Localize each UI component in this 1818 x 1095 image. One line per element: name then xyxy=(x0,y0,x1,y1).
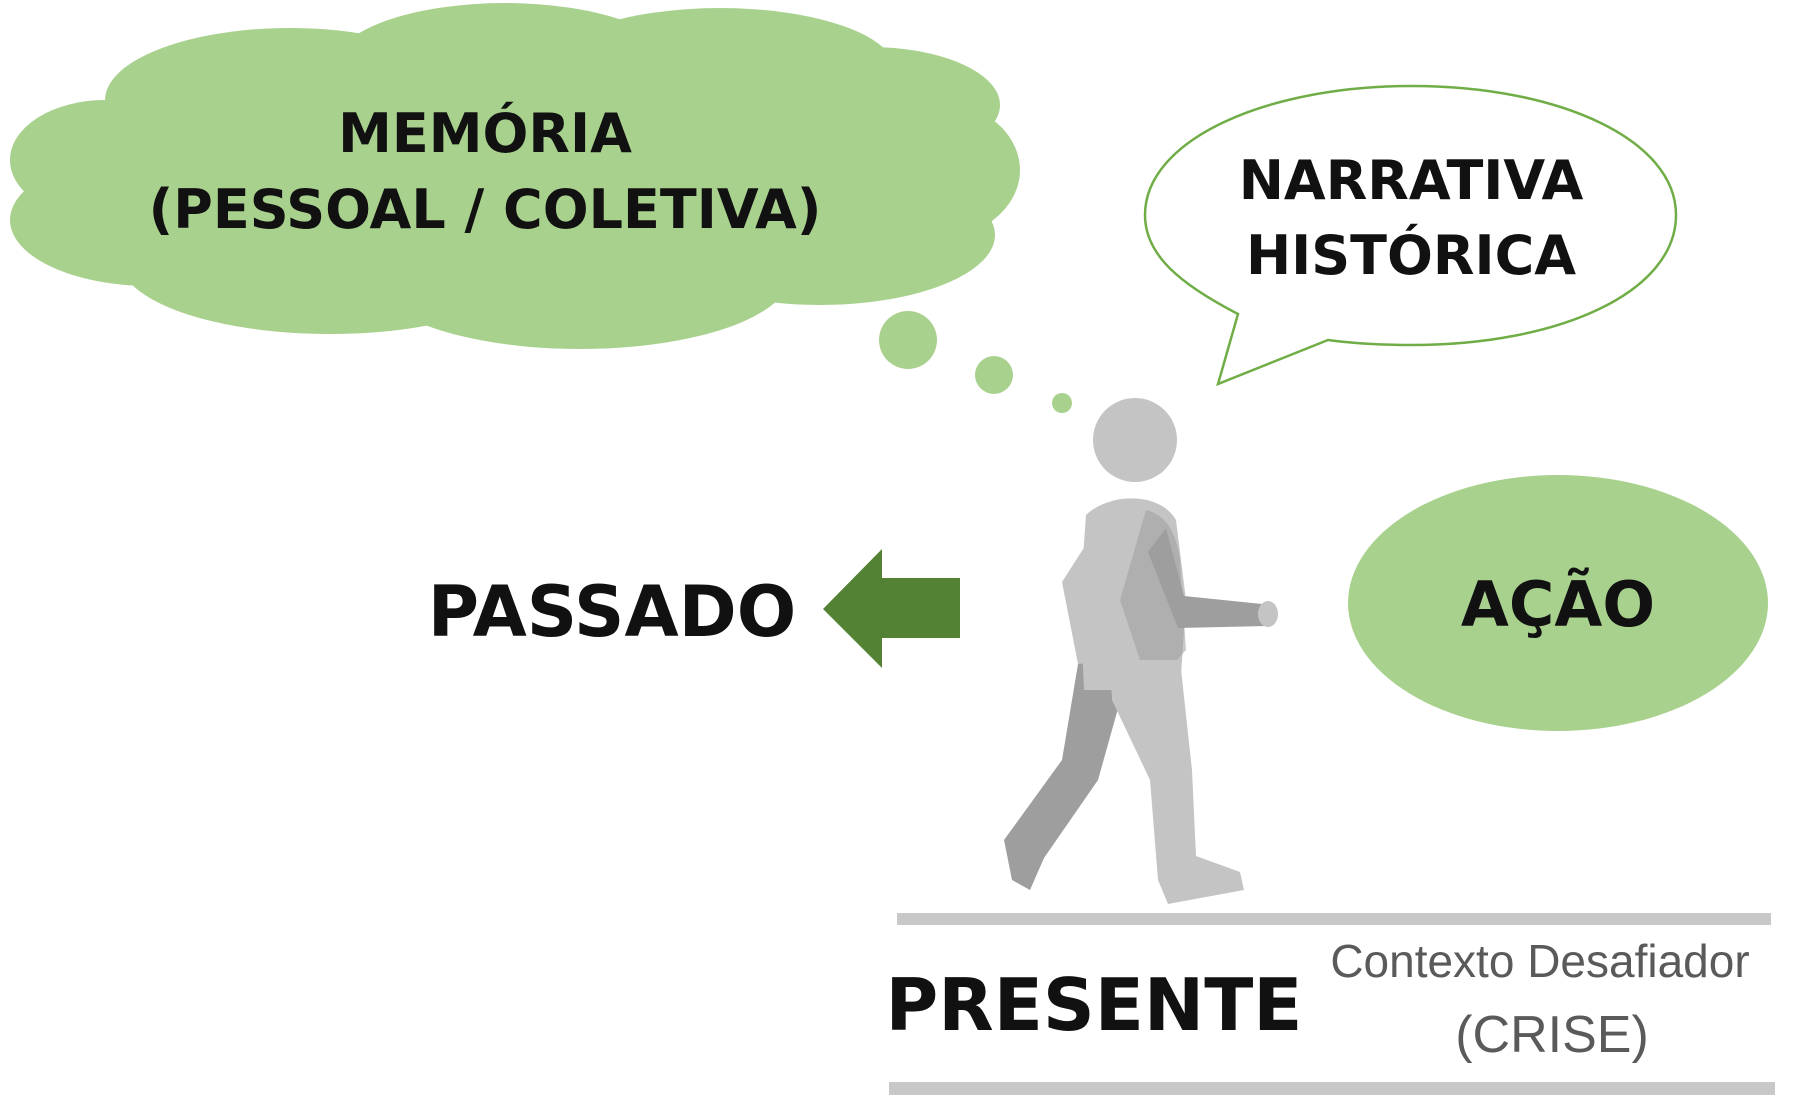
walking-person-icon xyxy=(1004,398,1278,904)
context-label: Contexto Desafiador xyxy=(1330,935,1749,987)
memory-cloud: MEMÓRIA (PESSOAL / COLETIVA) xyxy=(10,3,1020,349)
crisis-label: (CRISE) xyxy=(1455,1006,1649,1064)
past-label: PASSADO xyxy=(428,571,797,653)
present-panel: PRESENTE Contexto Desafiador (CRISE) xyxy=(886,913,1775,1095)
left-arrow-icon xyxy=(823,549,960,668)
narrative-title: NARRATIVA xyxy=(1239,149,1584,212)
narrative-speech-bubble: NARRATIVA HISTÓRICA xyxy=(1143,84,1678,387)
action-label: AÇÃO xyxy=(1461,568,1655,641)
thought-dots xyxy=(879,311,1072,413)
memory-title: MEMÓRIA xyxy=(338,102,632,165)
thought-dot-large xyxy=(879,311,937,369)
action-bubble: AÇÃO xyxy=(1348,475,1768,731)
memory-subtitle: (PESSOAL / COLETIVA) xyxy=(149,178,822,241)
ground-line-bottom xyxy=(889,1082,1775,1095)
figure-head xyxy=(1093,398,1177,482)
narrative-subtitle: HISTÓRICA xyxy=(1246,224,1576,287)
ground-line-top xyxy=(897,913,1771,925)
present-label: PRESENTE xyxy=(886,963,1303,1047)
thought-dot-small xyxy=(1052,393,1072,413)
thought-dot-medium xyxy=(975,356,1013,394)
speech-bubble-shape xyxy=(1143,84,1678,387)
